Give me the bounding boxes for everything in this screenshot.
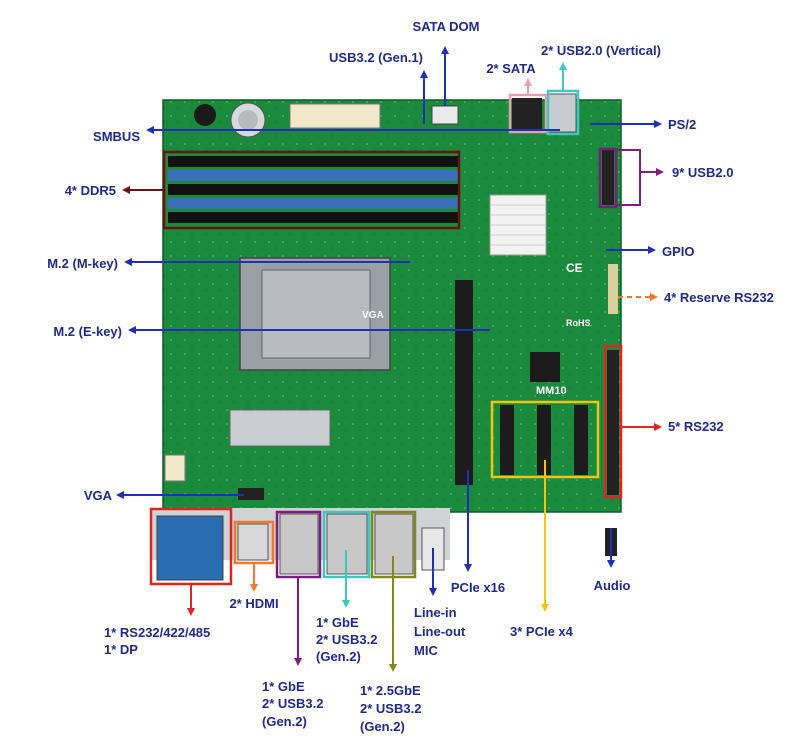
sata-dom-connector [431,105,459,125]
rohs-mark: RoHS [566,318,591,328]
label-pcie-x16: PCIe x16 [450,580,506,595]
usb20-header [602,150,614,205]
label-vga: VGA [83,488,112,503]
arrows [116,46,664,672]
label-ps2: PS/2 [668,117,697,132]
hdmi-connectors [237,523,269,561]
label-gbe-a-line1: 1* GbE [262,679,305,694]
pcie-x16-slot [455,280,473,485]
atx-power-connector [289,103,381,129]
cmos-battery-center [238,110,258,130]
label-usb20-vertical: 2* USB2.0 (Vertical) [541,43,661,58]
board-model: MM10 [536,385,567,397]
dimm-slot [168,212,458,223]
label-ddr5: 4* DDR5 [64,183,116,198]
label-m2-mkey: M.2 (M-key) [47,256,118,271]
bracket-usb20 [616,149,641,206]
label-audio-jacks-line3: MIC [414,643,438,658]
ce-mark: CE [566,261,583,275]
label-gbe-a-line2: 2* USB3.2 [262,696,324,711]
label-gbe25-line3: (Gen.2) [360,719,405,734]
usb20-header-box [598,147,618,209]
label-rs232-combo-line2: 1* DP [104,642,138,657]
vga-header [238,488,264,500]
label-gpio: GPIO [662,244,695,259]
vrm-heatsink [229,409,331,447]
label-gbe25-line2: 2* USB3.2 [360,701,422,716]
lan-usb-stack-1 [279,513,319,575]
rs232-box [603,344,623,499]
buzzer [194,104,216,126]
label-reserve-rs232: 4* Reserve RS232 [664,290,774,305]
label-audio: Audio [593,578,631,593]
label-rs232: 5* RS232 [668,419,724,434]
label-pcie-x4: 3* PCIe x4 [510,624,573,639]
label-audio-jacks-line1: Line-in [414,605,457,620]
label-hdmi: 2* HDMI [229,596,279,611]
label-sata-dom: SATA DOM [412,19,480,34]
usb-vertical-connector [547,93,577,133]
cpu-power-connector [164,454,186,482]
dimm-slot [168,198,458,209]
label-smbus: SMBUS [93,129,140,144]
dimm-slot [168,170,458,181]
label-audio-jacks-line2: Line-out [414,624,466,639]
cpu-socket-plate [261,269,371,359]
board: MM10 VGA CE RoHS [150,93,622,581]
sata-connectors [512,98,542,130]
pcie-x4-slot [537,405,551,475]
label-gbe-b-line3: (Gen.2) [316,649,361,664]
dimm-slot [168,184,458,195]
dimm-slots [168,156,458,223]
label-m2-ekey: M.2 (E-key) [53,324,122,339]
label-sata: 2* SATA [486,61,536,76]
dimm-slot [168,156,458,167]
pcie-x4-slot [574,405,588,475]
heatsink-fins [490,204,546,246]
label-gbe-a-line3: (Gen.2) [262,714,307,729]
silk-vga: VGA [362,310,384,321]
label-gbe25-line1: 1* 2.5GbE [360,683,421,698]
db9-connector [156,515,224,581]
super-io-chip [530,352,560,382]
label-gbe-b-line2: 2* USB3.2 [316,632,378,647]
label-rs232-combo-line1: 1* RS232/422/485 [104,625,211,640]
rs232-headers [607,350,619,495]
label-usb20: 9* USB2.0 [672,165,734,180]
pcie-x4-slot [500,405,514,475]
reserve-rs232-header [608,264,618,314]
label-gbe-b-line1: 1* GbE [316,615,359,630]
label-usb32-gen1: USB3.2 (Gen.1) [329,50,423,65]
